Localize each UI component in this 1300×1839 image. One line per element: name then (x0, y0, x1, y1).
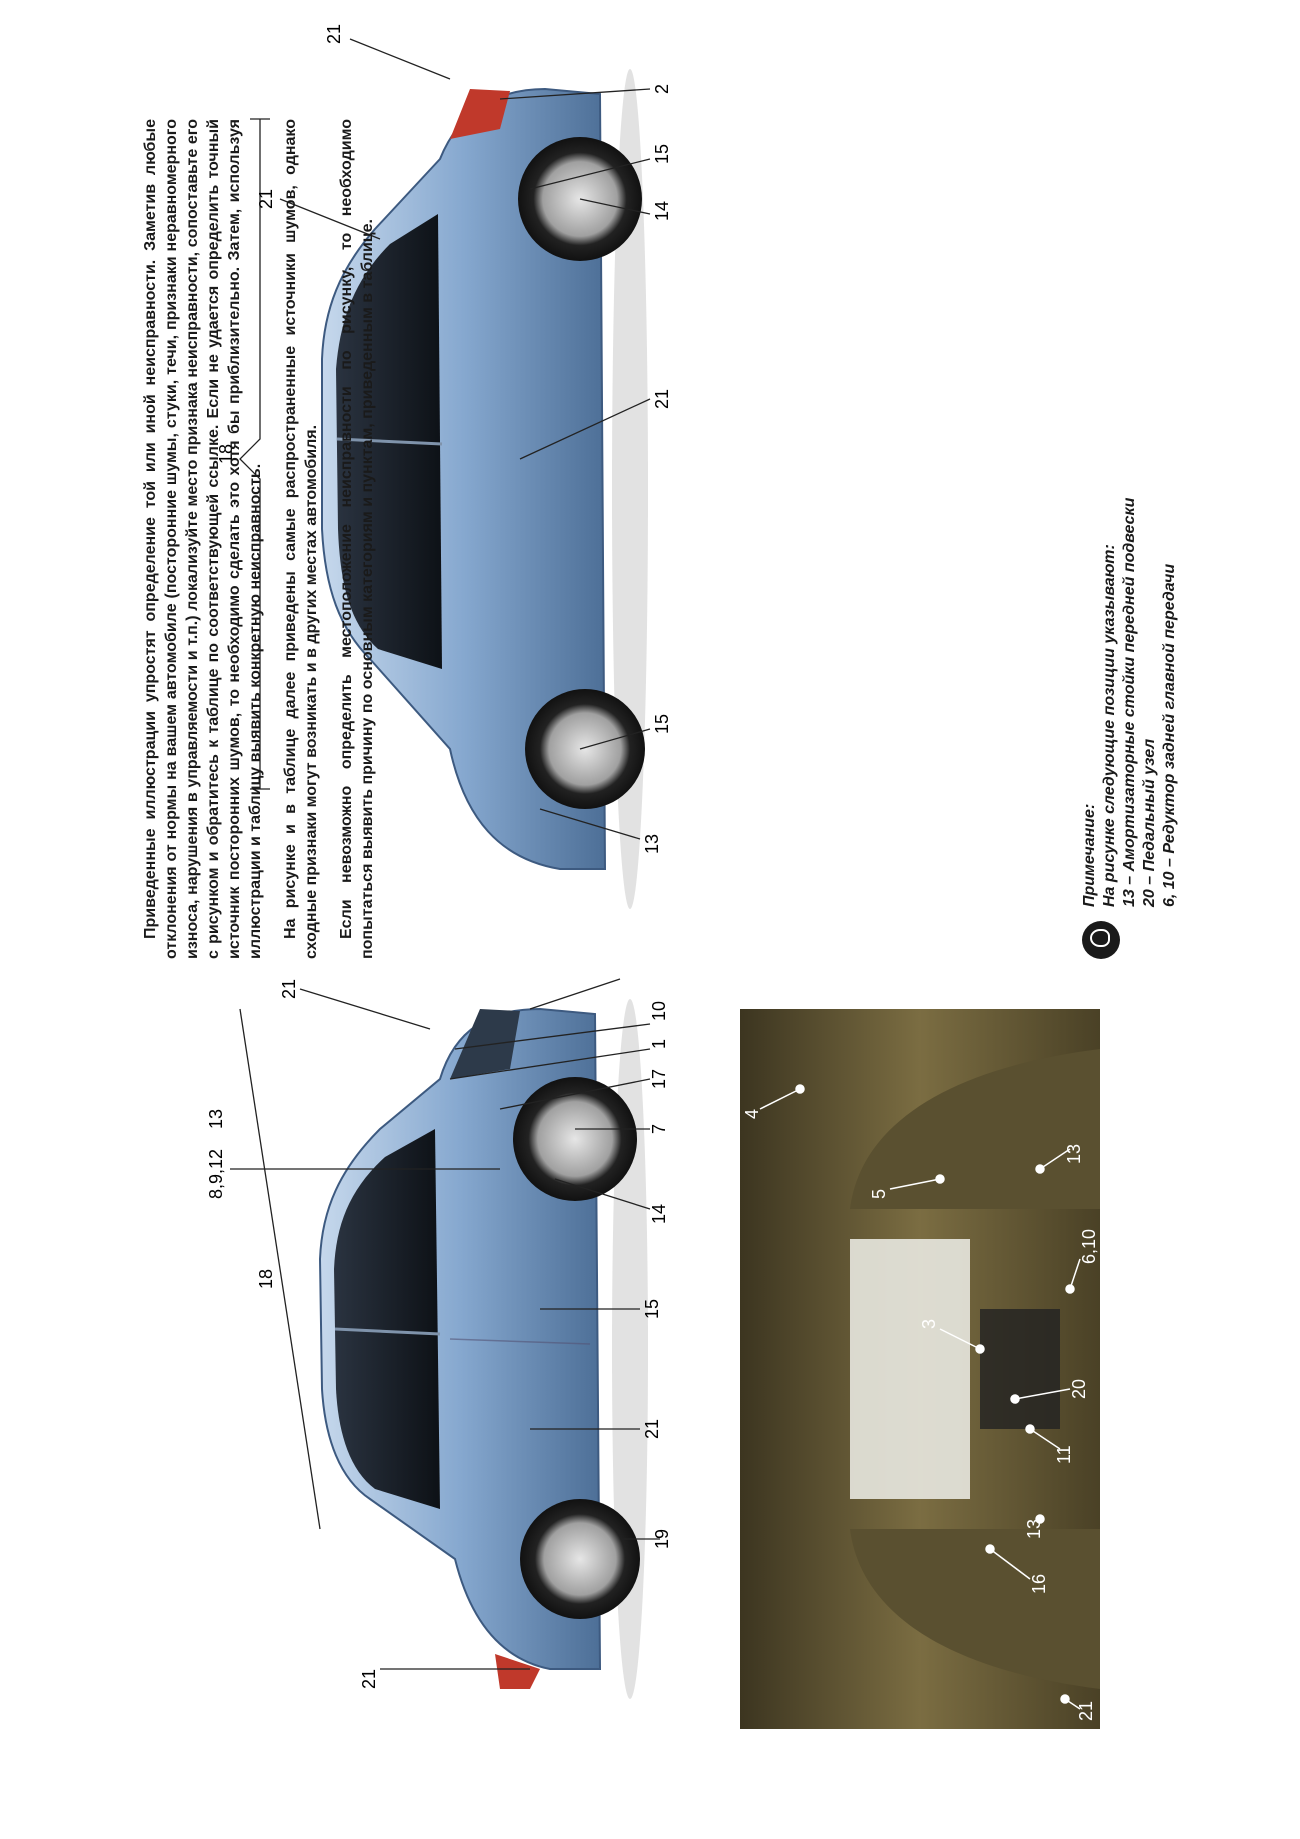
note-block: Примечание: На рисунке следующие позиции… (1080, 239, 1180, 959)
front-label-21-mid: 21 (642, 1419, 662, 1439)
rear-car-taillight (450, 89, 510, 139)
interior-label-5: 5 (869, 1189, 889, 1199)
interior-label-20: 20 (1069, 1379, 1089, 1399)
front-label-19: 19 (652, 1529, 670, 1549)
note-line-1: На рисунке следующие позиции указывают: (1101, 544, 1118, 907)
front-label-17: 17 (649, 1069, 669, 1089)
front-label-21-right: 21 (279, 979, 299, 999)
front-label-14: 14 (649, 1204, 669, 1224)
note-line-4: 6, 10 – Редуктор задней главной передачи (1161, 563, 1178, 907)
rear-label-21-mid: 21 (652, 389, 670, 409)
rear-label-15-rear: 15 (652, 144, 670, 164)
rear-label-18: 18 (216, 444, 236, 464)
paragraph-3: Если невозможно определить местоположени… (338, 119, 376, 959)
interior-photo: 21 16 13 11 20 13 3 4 6,10 5 (740, 1009, 1100, 1729)
front-label-15: 15 (642, 1299, 662, 1319)
front-car-front-wheel (513, 1077, 637, 1201)
front-label-21-top: 21 (359, 1669, 379, 1689)
rear-label-13: 13 (642, 834, 662, 854)
rear-car-front-wheel (525, 689, 645, 809)
interior-label-11: 11 (1054, 1445, 1074, 1464)
front-car-figure: 18 21 19 21 15 14 7 17 1 10 21 8,9,12 13 (206, 978, 670, 1699)
front-label-13: 13 (206, 1109, 226, 1129)
front-label-8-9-12: 8,9,12 (206, 1149, 226, 1199)
interior-label-6-10: 6,10 (1079, 1229, 1099, 1264)
front-car-rear-wheel (520, 1499, 640, 1619)
rear-label-21-top: 21 (256, 189, 276, 209)
interior-label-3: 3 (919, 1319, 939, 1329)
note-title: Примечание: (1081, 803, 1098, 907)
paragraph-1: Приведенные иллюстрации упростят определ… (142, 119, 264, 959)
lightbulb-icon (1082, 921, 1120, 959)
rear-label-14: 14 (652, 201, 670, 221)
front-label-18: 18 (256, 1269, 276, 1289)
rear-car-figure: 18 13 15 21 14 15 2 21 21 (216, 24, 670, 909)
interior-label-13-right: 13 (1064, 1144, 1084, 1164)
front-label-1: 1 (649, 1039, 669, 1049)
interior-label-16: 16 (1029, 1574, 1049, 1594)
front-label-10: 10 (649, 1001, 669, 1021)
interior-label-13-left: 13 (1024, 1519, 1044, 1539)
rear-label-2: 2 (652, 84, 670, 94)
front-car-windows (334, 1129, 440, 1509)
interior-label-21: 21 (1076, 1701, 1096, 1721)
rear-label-21-right: 21 (324, 24, 344, 44)
body-text: Приведенные иллюстрации упростят определ… (140, 119, 392, 959)
front-label-7: 7 (649, 1124, 669, 1134)
interior-label-4: 4 (742, 1109, 762, 1119)
note-line-2: 13 – Амортизаторные стойки передней подв… (1121, 497, 1138, 907)
note-line-3: 20 – Педальный узел (1141, 738, 1158, 907)
rear-label-15-front: 15 (652, 714, 670, 734)
paragraph-2: На рисунке и в таблице далее приведены с… (282, 119, 320, 959)
